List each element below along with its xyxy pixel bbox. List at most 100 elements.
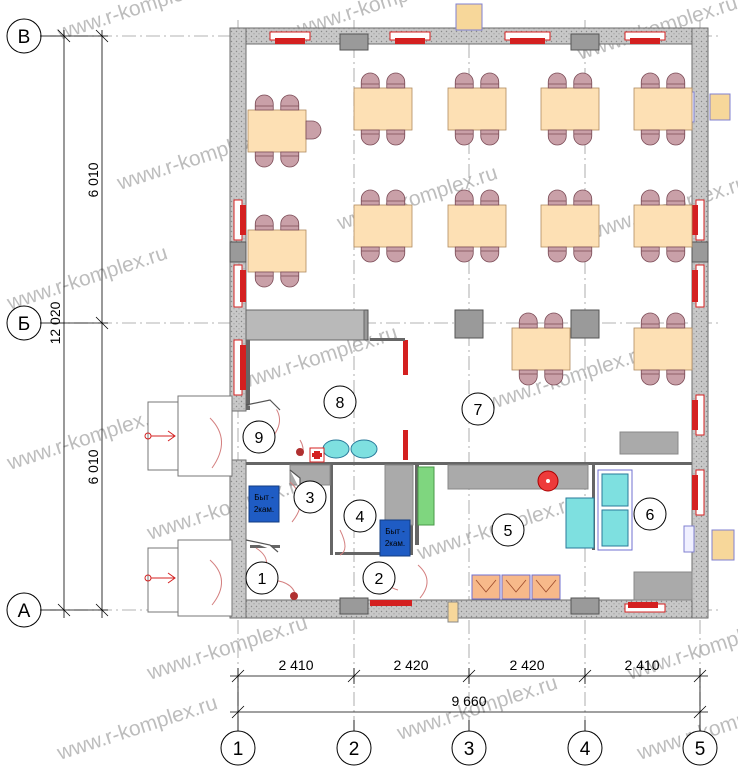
room-bubble (491, 513, 525, 547)
chair (386, 72, 406, 89)
dining-table (353, 87, 413, 131)
axis-col-label: 5 (695, 739, 706, 760)
chair (547, 129, 567, 146)
door-frames (245, 399, 301, 553)
chair (547, 72, 567, 89)
dim-span-4: 2 410 (624, 657, 659, 673)
dish-racks (471, 574, 561, 600)
chair (280, 94, 300, 111)
room-number: 3 (306, 490, 315, 507)
chair (573, 246, 593, 263)
axis-col-bubble (336, 730, 372, 766)
room-bubble (242, 420, 276, 454)
chair (360, 246, 380, 263)
chair (280, 271, 300, 288)
dining-furniture (247, 72, 693, 386)
room-number: 7 (474, 402, 483, 419)
chair (640, 72, 660, 89)
dim-upper: 6 010 (85, 162, 101, 197)
chair (360, 129, 380, 146)
dining-table (447, 204, 507, 248)
fridge-right (379, 519, 411, 557)
room-bubble (343, 499, 377, 533)
room-number: 8 (336, 395, 345, 412)
dining-table (633, 204, 693, 248)
axis-col-label: 1 (233, 739, 244, 760)
interior-walls (245, 309, 692, 555)
chair (666, 189, 686, 206)
dim-span-2: 2 420 (393, 657, 428, 673)
watermark-text: www.r-komplex.ru (53, 0, 220, 45)
fridge-left (248, 485, 280, 523)
room-bubble (633, 497, 667, 531)
chair (480, 246, 500, 263)
dining-table (247, 229, 307, 273)
axis-col-label: 3 (464, 739, 475, 760)
chair (640, 246, 660, 263)
room-bubble (362, 561, 396, 595)
axis-col-bubble (682, 730, 718, 766)
chair (386, 189, 406, 206)
room-number: 2 (375, 571, 384, 588)
dining-table (633, 327, 693, 371)
dining-table (540, 87, 600, 131)
room-number: 1 (258, 571, 267, 588)
dim-span-1: 2 410 (278, 657, 313, 673)
axis-col-label: 2 (349, 739, 360, 760)
dining-table (540, 204, 600, 248)
chair (254, 94, 274, 111)
chair (360, 189, 380, 206)
dimension-lines (56, 29, 708, 720)
room-number: 5 (504, 523, 513, 540)
axis-col-bubble (567, 730, 603, 766)
chair (254, 271, 274, 288)
axis-col-bubble (451, 730, 487, 766)
room-number: 4 (356, 509, 365, 526)
chair (454, 129, 474, 146)
dining-table (633, 87, 693, 131)
dim-span-3: 2 420 (509, 657, 544, 673)
entrance-arrows (144, 430, 176, 584)
chair (518, 369, 538, 386)
chair (454, 189, 474, 206)
fridge-label-1-line2: 2кам. (254, 505, 274, 514)
chair (386, 129, 406, 146)
watermark-text: www.r-komplex.ru (3, 241, 170, 315)
chair (280, 214, 300, 231)
room-bubble (323, 385, 357, 419)
fridge-label-2-line2: 2кам. (385, 539, 405, 548)
watermark-text: www.r-komplex.ru (143, 471, 310, 545)
fridge-label-2-line1: Быт - (385, 527, 405, 536)
chair (640, 189, 660, 206)
fire-extinguishers (290, 448, 304, 600)
axis-row-label: В (18, 27, 31, 48)
chair (573, 129, 593, 146)
chair (547, 189, 567, 206)
refrigerators: Быт - 2кам. Быт - 2кам. (248, 485, 411, 557)
entrance-porches (147, 395, 233, 617)
chair (254, 214, 274, 231)
axis-row-label: А (18, 601, 31, 622)
chair (544, 369, 564, 386)
watermark-text: www.r-komplex.ru (53, 691, 220, 765)
chair (386, 246, 406, 263)
stove-center (546, 479, 550, 483)
dim-lower: 6 010 (85, 449, 101, 484)
chair (547, 246, 567, 263)
chair (254, 151, 274, 168)
chair (666, 246, 686, 263)
dining-table (511, 327, 571, 371)
chair (640, 312, 660, 329)
chair (666, 72, 686, 89)
room-number: 6 (646, 507, 655, 524)
chair (280, 151, 300, 168)
chair (454, 246, 474, 263)
chair (573, 189, 593, 206)
chair (640, 369, 660, 386)
watermark-text: www.r-komplex.ru (623, 611, 738, 685)
sinks (322, 439, 633, 551)
room-number: 9 (255, 430, 264, 447)
dining-table (353, 204, 413, 248)
